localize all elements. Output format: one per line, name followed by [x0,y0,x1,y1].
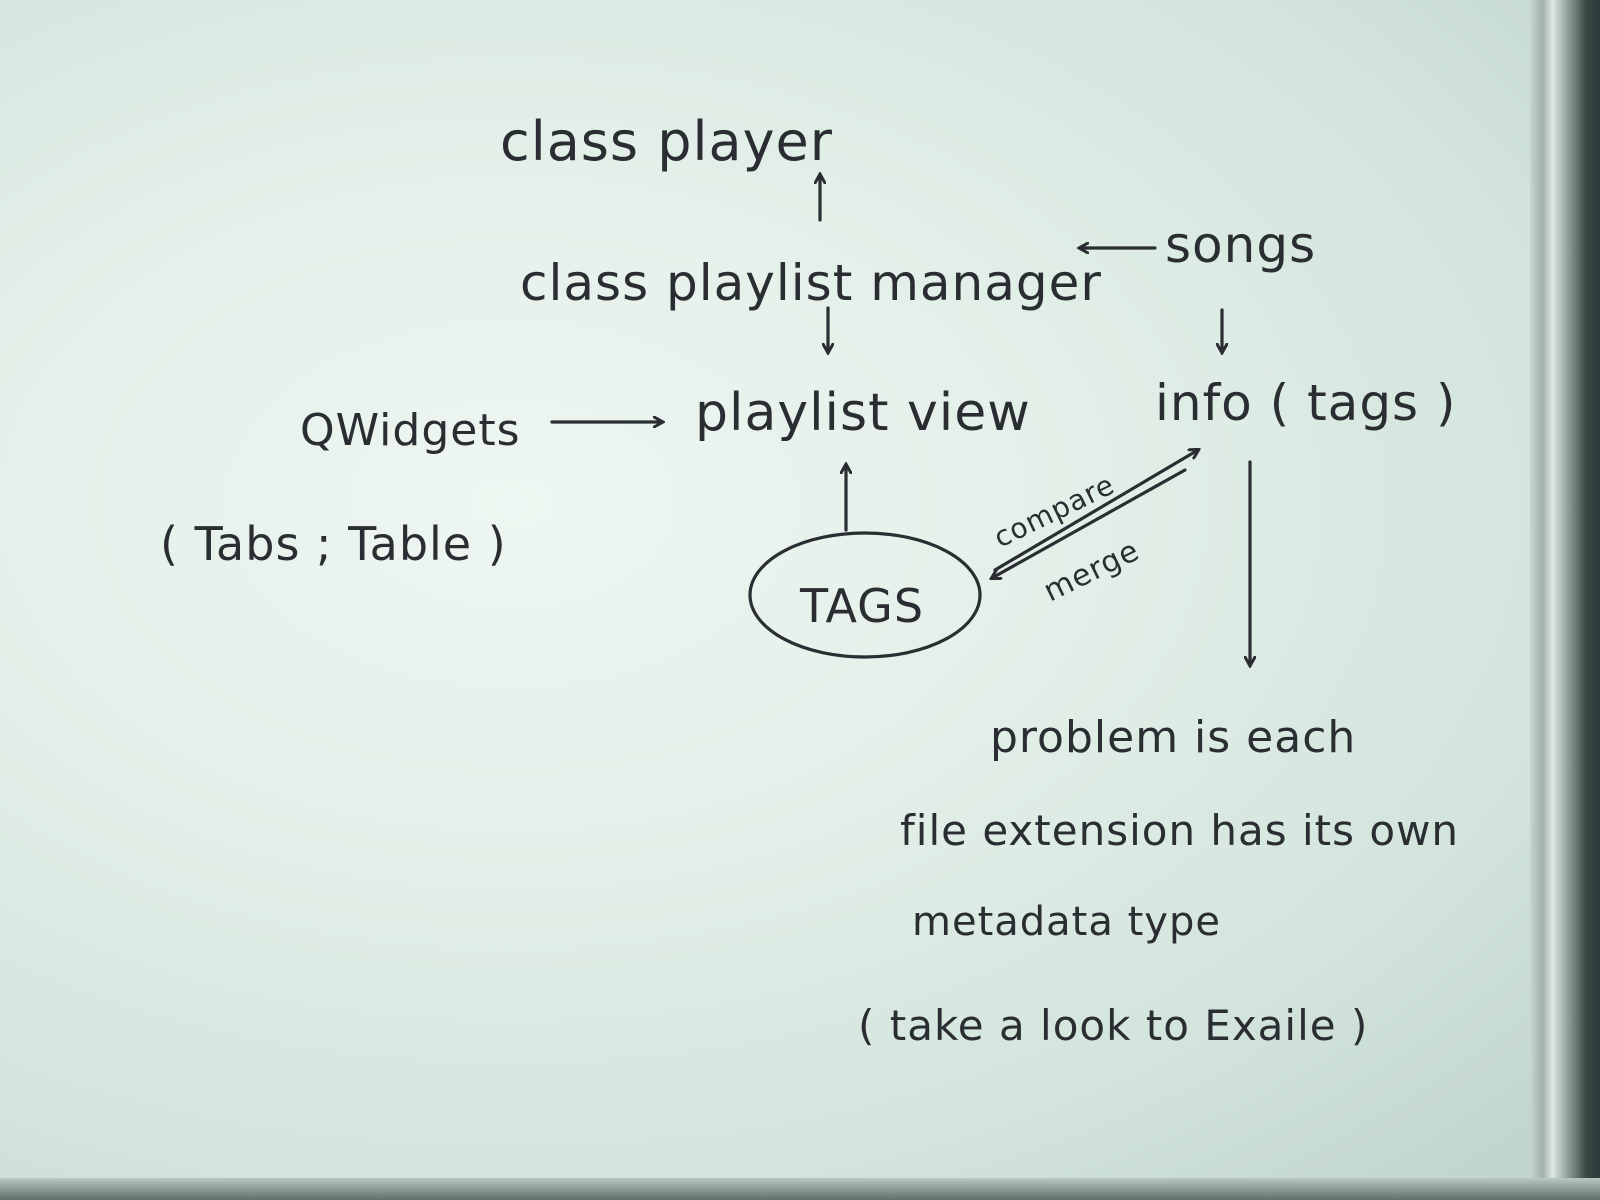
tags-ellipse [748,531,982,659]
node-info-tags: info ( tags ) [1155,374,1457,432]
note-line-2: file extension has its own [900,806,1459,855]
node-qwidgets: QWidgets [300,405,521,456]
whiteboard-frame-bottom [0,1178,1600,1200]
node-tags: TAGS [799,579,924,633]
node-playlist-view: playlist view [695,383,1031,443]
node-tabs-table: ( Tabs ; Table ) [160,517,507,571]
whiteboard-frame-right [1530,0,1600,1200]
note-line-1: problem is each [990,712,1356,763]
node-class-playlist-manager: class playlist manager [520,254,1102,312]
arrow-info-to-tags [992,468,1187,578]
arrow-tags-to-info [993,450,1198,572]
edge-label-compare: compare [989,468,1120,555]
note-line-3: metadata type [912,899,1221,945]
node-songs: songs [1165,216,1316,274]
note-line-4: ( take a look to Exaile ) [858,1001,1368,1050]
node-class-player: class player [500,110,833,173]
